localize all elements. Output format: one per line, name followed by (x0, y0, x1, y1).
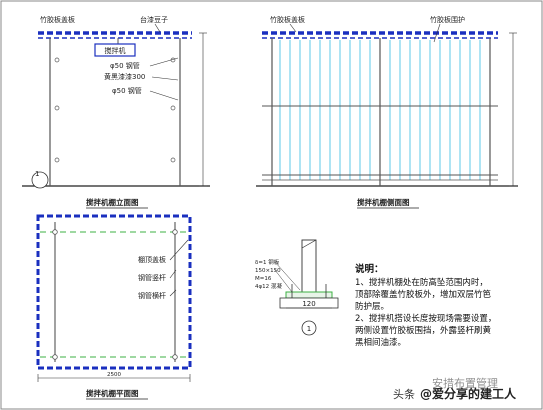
detail-pipe (301, 239, 317, 293)
front-section-marker (31, 171, 49, 189)
front-pipe2-label: φ50 钢管 (112, 86, 142, 95)
notes-heading: 说明： (355, 263, 384, 275)
front-elevation-view: 搅拌机 竹胶板盖板 台漆豆子 φ50 钢管 黄黑漆漆300 φ50 钢管 1 搅… (22, 15, 210, 209)
front-paint-label: 黄黑漆漆300 (104, 72, 145, 81)
notes-line-1: 1、搅拌机棚处在防高坠范围内时， (355, 277, 488, 288)
side-elevation-view: 竹胶板盖板 竹胶板围护 搅拌机棚侧面图 (256, 15, 518, 209)
detail-marker-number: 1 (307, 325, 311, 333)
detail-callout-plate: δ=1 钢板 (255, 258, 280, 266)
plan-column-label: 钢管竖杆 (138, 273, 166, 282)
design-notes: 说明： 1、搅拌机棚处在防高坠范围内时， 顶部除覆盖竹胶板外，增加双层竹笆 防护… (355, 263, 496, 348)
plan-view: 棚顶盖板 钢管竖杆 钢管横杆 2500 搅拌机棚平面图 (36, 214, 192, 400)
watermark: 安措布置管理 头条 @爱分享的建工人 (393, 376, 517, 401)
side-guard-label: 竹胶板围护 (430, 15, 465, 24)
notes-line-5: 两侧设置竹胶板围挡，外露竖杆刷黄 (355, 325, 492, 336)
front-canopy-label: 竹胶板盖板 (40, 15, 75, 24)
notes-line-2: 顶部除覆盖竹胶板外，增加双层竹笆 (355, 289, 492, 300)
detail-callout-rebar: 4φ12 混凝 (255, 282, 282, 290)
watermark-handle: @爱分享的建工人 (420, 386, 517, 401)
plan-roof-label: 棚顶盖板 (138, 255, 166, 264)
detail-callout-size: 150×150 (255, 268, 281, 274)
notes-line-3: 防护层。 (355, 301, 389, 312)
plan-dimension-text: 2500 (107, 372, 121, 378)
watermark-faint: 安措布置管理 (432, 376, 498, 390)
notes-line-4: 2、搅拌机搭设长度按现场需要设置， (355, 313, 496, 324)
detail-dimension-text: 120 (302, 300, 315, 308)
plan-roof-outline (36, 214, 192, 370)
front-mixer-label: 搅拌机 (105, 46, 126, 55)
plan-view-title: 搅拌机棚平面图 (86, 388, 139, 398)
side-view-title: 搅拌机棚侧面图 (357, 197, 410, 207)
detail-callout-bolt: M=16 (255, 276, 272, 282)
side-guard-planks (279, 40, 481, 180)
base-detail: δ=1 钢板 150×150 M=16 4φ12 混凝 120 1 (255, 239, 339, 336)
front-pipe1-label: φ50 钢管 (110, 61, 140, 70)
front-marker-number: 1 (35, 170, 39, 178)
plan-beam-label: 钢管横杆 (138, 291, 166, 300)
front-mixer-box (94, 43, 136, 57)
watermark-prefix: 头条 (393, 387, 415, 401)
detail-marker (301, 320, 317, 336)
notes-line-6: 黑相间油漆。 (355, 337, 406, 348)
front-view-title: 搅拌机棚立面图 (86, 197, 139, 207)
side-canopy-label: 竹胶板盖板 (270, 15, 305, 24)
detail-base-plate (285, 291, 333, 299)
front-pole-label: 台漆豆子 (140, 15, 168, 24)
